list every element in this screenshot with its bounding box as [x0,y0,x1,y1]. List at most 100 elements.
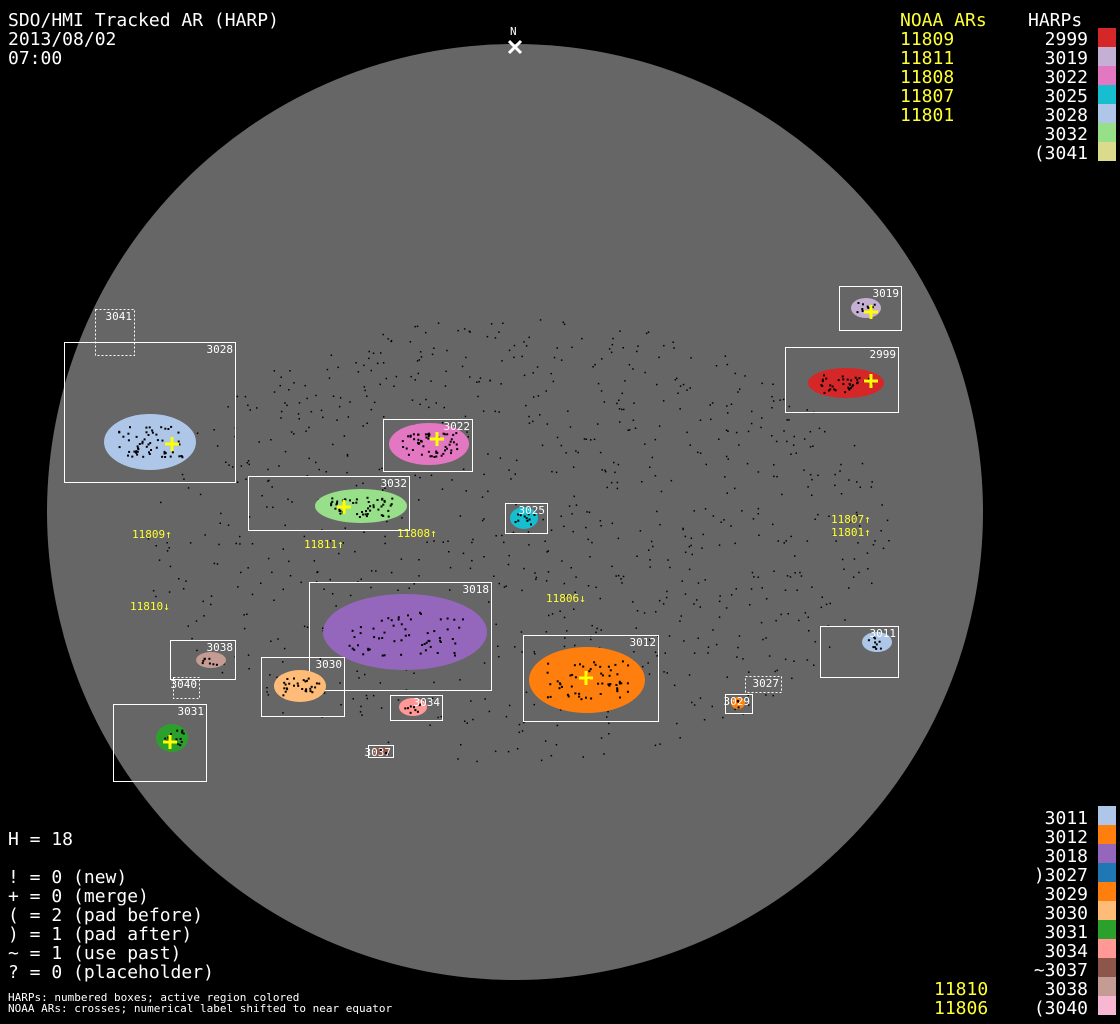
noaa-label: 11808↑ [397,527,437,540]
active-region-patch [104,414,196,470]
harp-box [383,419,473,472]
harp-box-label: 2999 [870,348,897,361]
harp-item: (3040 [1033,998,1088,1019]
noaa-ar-item: 11801 [900,105,955,126]
active-region-patch [315,489,407,523]
harp-region-3034: 3034 [390,695,443,721]
stats-line: ) = 1 (pad after) [8,924,193,945]
noaa-cross-icon [864,305,878,319]
harp-box-label: 3031 [178,705,205,718]
active-region-patch [862,632,892,652]
stats-line: ? = 0 (placeholder) [8,962,214,983]
harp-item: 3028 [1044,105,1088,126]
harp-item: 3012 [1044,827,1088,848]
stats-line: ~ = 1 (use past) [8,943,182,964]
harp-box-label: 3029 [724,695,751,708]
harp-item: 3018 [1044,846,1088,867]
harp-item: )3027 [1033,865,1088,886]
date: 2013/08/02 [8,29,117,50]
active-region-patch [808,368,884,398]
harp-item: 3034 [1044,941,1088,962]
noaa-label: 11811↑ [304,538,344,551]
harp-box [248,476,410,531]
harp-box-label: 3027 [753,677,780,690]
harp-color-swatch [1098,806,1116,825]
harp-color-swatch [1098,863,1116,882]
harp-region-3025: 3025 [505,503,548,534]
harp-box-label: 3012 [630,636,657,649]
harp-box [173,677,200,699]
harp-box-label: 3019 [873,287,900,300]
noaa-ar-item: 11809 [900,29,955,50]
active-region-patch [274,670,326,702]
harp-color-swatch [1098,142,1116,161]
harp-region-3012: 3012 [523,635,659,722]
harp-box [170,640,236,680]
harp-box-label: 3028 [207,343,234,356]
harp-item: (3041 [1033,143,1088,164]
harp-region-3029: 3029 [724,694,753,714]
noaa-label: 11810↓ [130,600,170,613]
active-region-patch [323,594,487,670]
noaa-label: 11807↑ [831,513,871,526]
harp-color-swatch [1098,882,1116,901]
harp-item: 3029 [1044,884,1088,905]
noaa-cross-icon [165,437,179,451]
harp-header: HARPs [1028,10,1083,31]
harp-region-3030: 3030 [261,657,345,717]
harp-color-swatch [1098,901,1116,920]
harp-region-3018: 3018 [309,582,492,691]
harp-box-label: 3032 [381,477,408,490]
harp-box-label: 3018 [463,583,490,596]
harp-item: 3025 [1044,86,1088,107]
noaa-ar-item: 11808 [900,67,955,88]
harp-region-3040: 3040 [171,677,200,699]
harp-color-swatch [1098,825,1116,844]
harp-box-label: 3022 [444,420,471,433]
harp-box-label: 3037 [365,746,392,759]
harp-region-2999: 2999 [785,347,899,413]
harp-box [390,695,443,721]
harp-box-label: 3011 [870,627,897,640]
harp-box [820,626,899,678]
harp-box [64,342,236,483]
stats-line: ! = 0 (new) [8,867,128,888]
harp-regions: 3041 3028 3022 3032 3025 3019 2999 3018 3012 3011… [64,286,902,782]
harp-item: ~3037 [1033,960,1088,981]
harp-color-swatch [1098,844,1116,863]
harp-box-label: 3041 [106,310,133,323]
harp-color-swatch [1098,47,1116,66]
noaa-cross-icon [163,735,177,749]
noaa-cross-icon [864,374,878,388]
noaa-cross-icon [430,432,444,446]
noaa-cross-icon [579,671,593,685]
harp-region-3038: 3038 [170,640,236,680]
harp-region-3027: 3027 [745,676,782,693]
harp-box-label: 3040 [171,678,198,691]
harp-box-label: 3030 [316,658,343,671]
harp-color-swatch [1098,85,1116,104]
harp-box [745,676,782,693]
noaa-ar-item: 11806 [934,998,989,1019]
noaa-cross-icon [337,500,351,514]
harp-item: 3030 [1044,903,1088,924]
harp-region-3028: 3028 [64,342,236,483]
harp-color-swatch [1098,28,1116,47]
harp-box [505,503,548,534]
harp-item: 3038 [1044,979,1088,1000]
harp-item: 2999 [1044,29,1088,50]
harp-box [95,309,135,356]
harp-item: 3011 [1044,808,1088,829]
harp-box [785,347,899,413]
harp-region-3011: 3011 [820,626,899,678]
harp-item: 3031 [1044,922,1088,943]
stats-line: + = 0 (merge) [8,886,149,907]
harp-color-swatch [1098,104,1116,123]
harp-color-swatch [1098,939,1116,958]
noaa-label: 11801↑ [831,526,871,539]
harp-item: 3019 [1044,48,1088,69]
harp-region-3019: 3019 [839,286,902,331]
stats-line: ( = 2 (pad before) [8,905,204,926]
